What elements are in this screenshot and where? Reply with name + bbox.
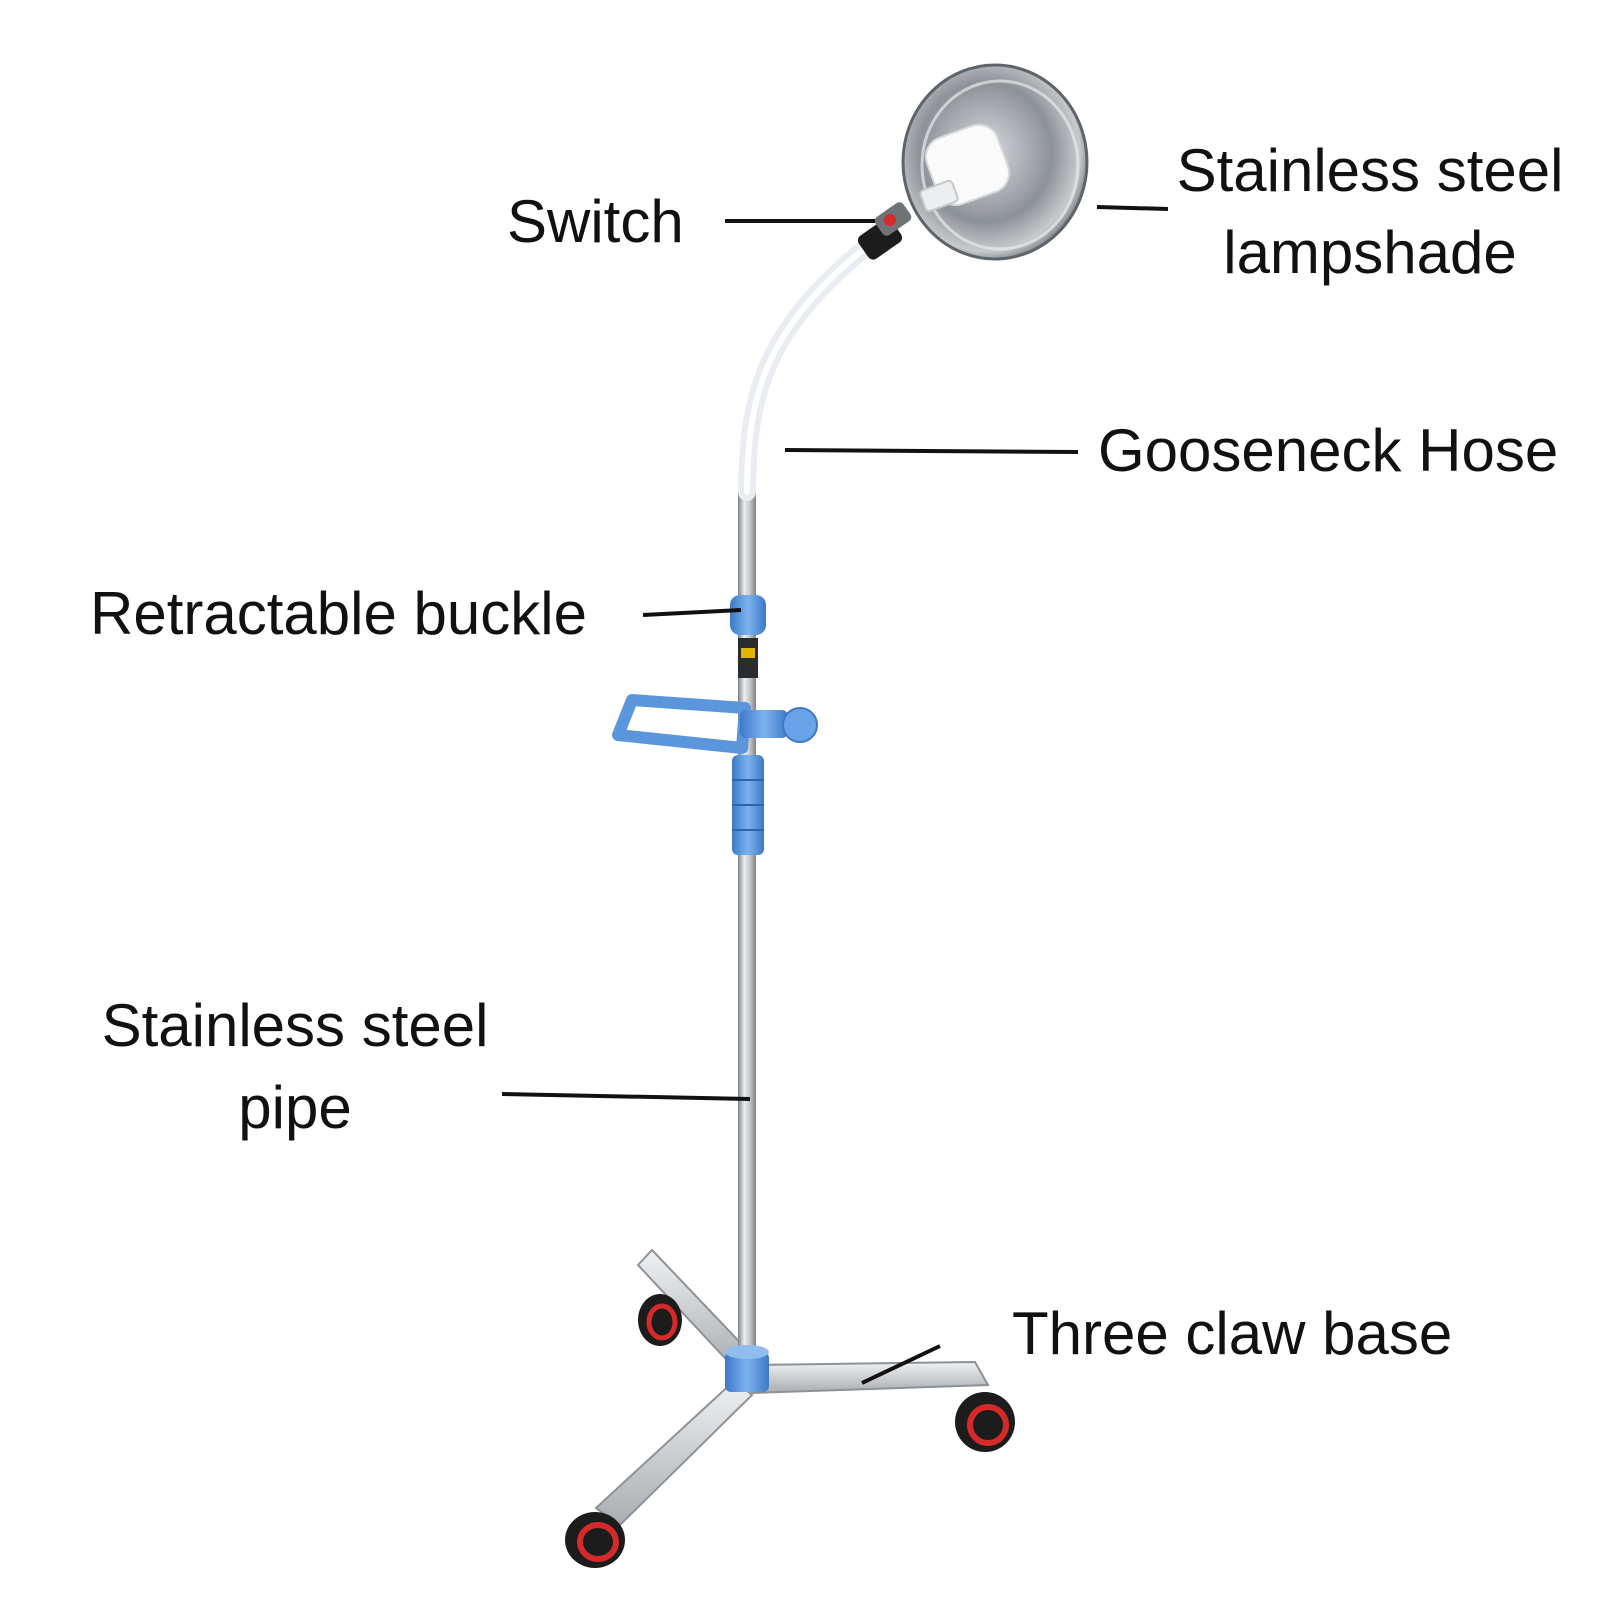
switch-socket	[857, 202, 912, 260]
label-pipe: Stainless steel pipe	[85, 985, 505, 1149]
leader-base	[861, 1344, 941, 1385]
label-gooseneck-text: Gooseneck Hose	[1098, 417, 1559, 484]
label-base-text: Three claw base	[1012, 1300, 1453, 1367]
wheels	[565, 1294, 1015, 1568]
label-lampshade-line2: lampshade	[1223, 219, 1517, 286]
label-lampshade-line1: Stainless steel	[1176, 137, 1564, 204]
base-legs	[594, 1248, 990, 1527]
leader-lines	[501, 205, 1169, 1385]
label-switch-text: Switch	[507, 188, 684, 255]
wheel-back	[638, 1294, 682, 1346]
retractable-buckle	[730, 595, 766, 678]
label-gooseneck: Gooseneck Hose	[1098, 410, 1558, 492]
leader-lampshade	[1096, 205, 1169, 211]
label-base: Three claw base	[1012, 1293, 1452, 1375]
label-pipe-line1: Stainless steel	[101, 992, 489, 1059]
leader-pipe	[501, 1092, 751, 1101]
label-switch: Switch	[507, 181, 684, 263]
label-lampshade: Stainless steel lampshade	[1160, 130, 1580, 294]
base-leg-front	[594, 1378, 754, 1527]
wheel-front	[565, 1512, 625, 1568]
label-buckle-text: Retractable buckle	[90, 580, 587, 647]
base-hub	[725, 1345, 769, 1392]
label-pipe-line2: pipe	[238, 1074, 352, 1141]
leader-gooseneck	[784, 448, 1079, 454]
leader-buckle	[642, 608, 742, 617]
bulb	[919, 123, 1011, 213]
wheel-right	[955, 1392, 1015, 1452]
label-buckle: Retractable buckle	[90, 573, 587, 655]
triangle-handle	[612, 694, 818, 754]
grip-collar	[732, 755, 764, 855]
